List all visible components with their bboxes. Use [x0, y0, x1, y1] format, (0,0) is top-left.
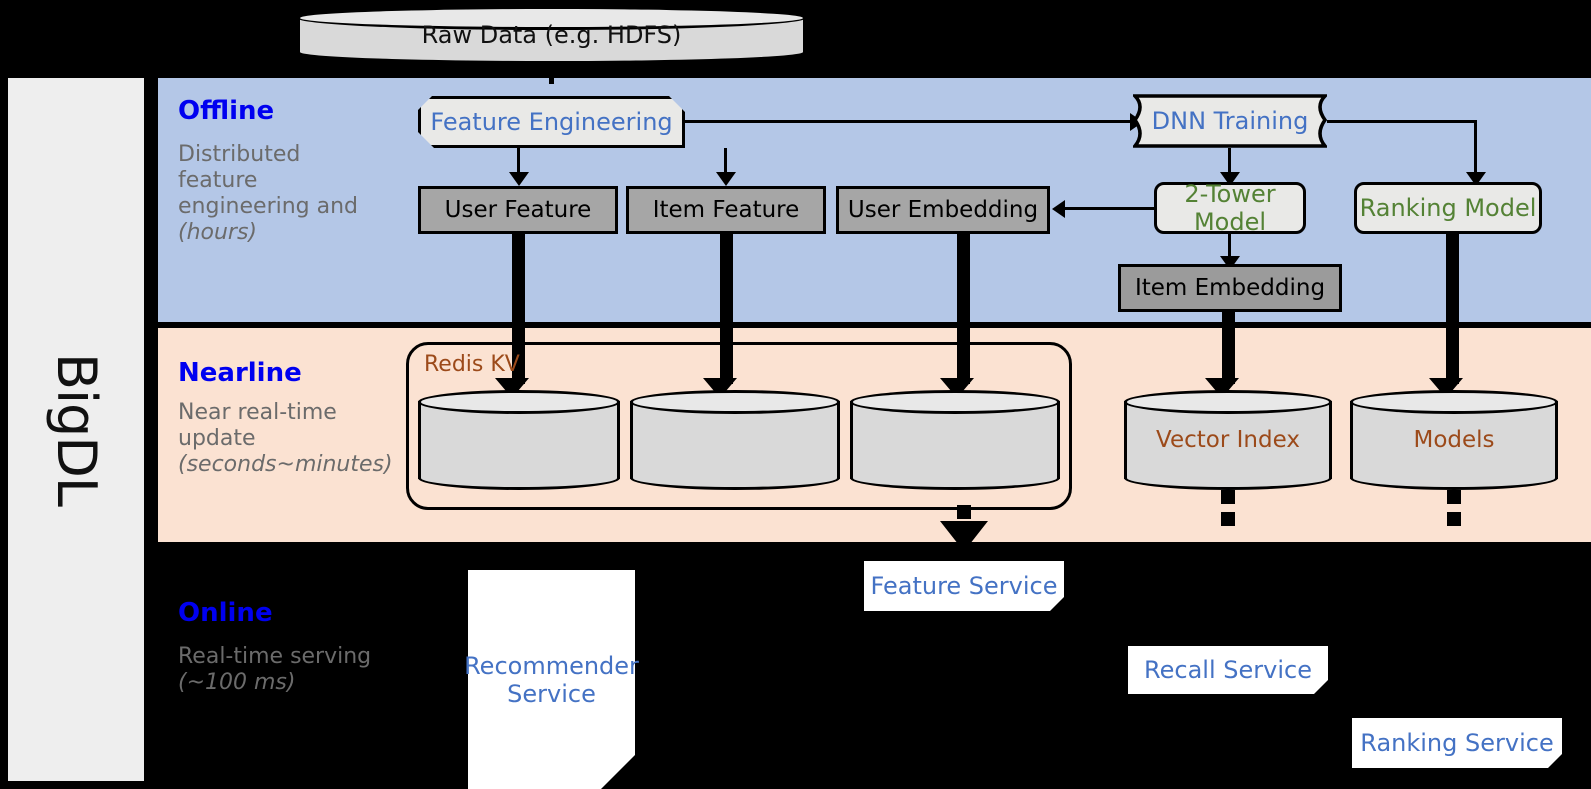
pipe-userfeature	[512, 234, 525, 384]
arrow-rawdata-to-fe-head	[540, 62, 560, 76]
models-cylinder[interactable]: Models	[1350, 390, 1558, 490]
stage-desc-nearline-italic: (seconds~minutes)	[178, 451, 393, 477]
ranking-model-label: Ranking Model	[1359, 194, 1537, 222]
cylinder-top	[418, 390, 620, 414]
recall-service-label: Recall Service	[1144, 656, 1312, 684]
user-embedding-label: User Embedding	[847, 197, 1039, 223]
dnn-training-box[interactable]: DNN Training	[1133, 94, 1327, 148]
ranking-service-box[interactable]: Ranking Service	[1352, 718, 1562, 768]
vector-index-label: Vector Index	[1156, 427, 1300, 453]
cylinder-top	[850, 390, 1060, 414]
pipe-rankingmodel	[1446, 234, 1459, 384]
store-user-feature-cylinder[interactable]	[418, 390, 620, 490]
arrow-dnn-to-ranking-v	[1474, 120, 1477, 176]
dash-models-1	[1447, 490, 1461, 504]
feature-engineering-box[interactable]: Feature Engineering	[418, 96, 685, 148]
store-item-feature-cylinder[interactable]	[630, 390, 840, 490]
page-fold-icon	[601, 755, 635, 789]
stage-desc-online-plain: Real-time serving	[178, 644, 372, 669]
bigdl-label: BigDL	[44, 353, 108, 506]
two-tower-model-label: 2-Tower Model	[1184, 180, 1276, 236]
models-label: Models	[1413, 427, 1495, 453]
cylinder-body	[1350, 401, 1558, 479]
raw-data-label: Raw Data (e.g. HDFS)	[421, 21, 682, 49]
stage-desc-offline-italic: (hours)	[178, 219, 258, 245]
ranking-service-label: Ranking Service	[1360, 729, 1554, 757]
feature-service-box[interactable]: Feature Service	[864, 561, 1064, 611]
store-user-embedding-label	[850, 390, 1060, 490]
item-feature-label: Item Feature	[652, 197, 800, 223]
arrow-fe-to-itemfeature-line	[724, 148, 727, 176]
dash-vectorindex-1	[1221, 490, 1235, 504]
stage-title-online: Online	[178, 598, 273, 628]
pipe-itemembedding	[1222, 312, 1235, 384]
user-feature-label: User Feature	[444, 197, 592, 223]
pipe-userembedding	[957, 234, 970, 384]
dash-models-2	[1447, 512, 1461, 526]
arrow-fe-to-userfeature-head	[509, 172, 529, 186]
cylinder-top	[1350, 390, 1558, 414]
cylinder-body	[418, 401, 620, 479]
feature-engineering-label: Feature Engineering	[430, 108, 673, 136]
cylinder-body	[1124, 401, 1332, 479]
stage-title-offline: Offline	[178, 96, 275, 126]
page-fold-icon	[1314, 680, 1328, 694]
dnn-training-shape	[1133, 94, 1327, 148]
user-feature-box[interactable]: User Feature	[418, 186, 618, 234]
arrow-dnn-to-twotower-line	[1228, 148, 1231, 176]
redis-kv-label: Redis KV	[424, 352, 520, 377]
arrow-dnn-to-ranking-h	[1327, 120, 1477, 123]
item-embedding-box[interactable]: Item Embedding	[1118, 264, 1342, 312]
stage-desc-online: Real-time serving (~100 ms)	[178, 644, 378, 696]
stage-desc-offline: Distributed feature engineering and (hou…	[178, 142, 368, 246]
item-feature-box[interactable]: Item Feature	[626, 186, 826, 234]
stage-desc-online-italic: (~100 ms)	[178, 669, 296, 695]
arrow-fe-to-itemfeature-head	[716, 172, 736, 186]
ranking-model-box[interactable]: Ranking Model	[1354, 182, 1542, 234]
arrow-twotower-to-userembedding-head	[1052, 200, 1065, 218]
cylinder-top	[297, 6, 806, 30]
user-embedding-box[interactable]: User Embedding	[836, 186, 1050, 234]
cylinder-top	[1124, 390, 1332, 414]
dash-vectorindex-2	[1221, 512, 1235, 526]
arrow-fe-to-userfeature-line	[517, 148, 520, 176]
cylinder-top	[630, 390, 840, 414]
store-user-embedding-cylinder[interactable]	[850, 390, 1060, 490]
cylinder-body	[850, 401, 1060, 479]
item-embedding-label: Item Embedding	[1134, 275, 1326, 301]
stage-desc-offline-plain: Distributed feature engineering and	[178, 142, 359, 219]
raw-data-cylinder: Raw Data (e.g. HDFS)	[297, 6, 806, 64]
arrow-twotower-to-itememb-line	[1228, 234, 1231, 260]
cylinder-body	[630, 401, 840, 479]
store-item-feature-label	[630, 390, 840, 490]
redis-kv-group	[406, 342, 1072, 510]
recall-service-box[interactable]: Recall Service	[1128, 646, 1328, 694]
recommender-service-box[interactable]: Recommender Service	[464, 570, 639, 789]
bigdl-rail: BigDL	[8, 78, 144, 781]
store-user-feature-label	[418, 390, 620, 490]
arrow-twotower-to-userembedding-line	[1064, 207, 1159, 210]
dash-redis-to-featureservice	[957, 505, 971, 519]
dnn-training-label: DNN Training	[1151, 107, 1309, 135]
vector-index-cylinder[interactable]: Vector Index	[1124, 390, 1332, 490]
stage-desc-nearline-plain: Near real-time update	[178, 400, 337, 451]
stage-title-nearline: Nearline	[178, 358, 302, 388]
stage-desc-nearline: Near real-time update (seconds~minutes)	[178, 400, 408, 478]
arrow-fe-to-dnn-line	[685, 120, 1133, 123]
recommender-service-label: Recommender Service	[464, 651, 639, 708]
feature-service-label: Feature Service	[870, 572, 1058, 600]
pipe-itemfeature	[720, 234, 733, 384]
two-tower-model-box[interactable]: 2-Tower Model	[1154, 180, 1306, 236]
